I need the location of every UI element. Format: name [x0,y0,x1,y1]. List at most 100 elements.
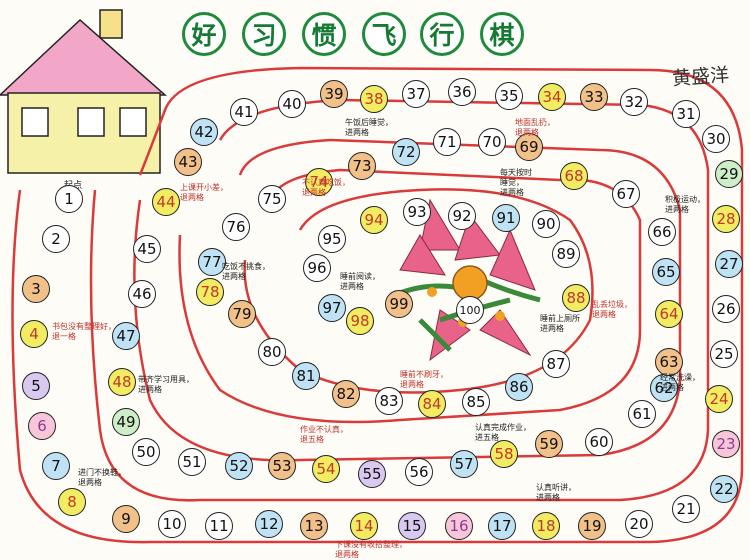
title-char: 行 [420,12,464,56]
cell-95: 95 [318,225,346,253]
cell-37: 37 [402,80,430,108]
cell-46: 46 [128,280,156,308]
cell-94: 94 [360,206,388,234]
cell-12: 12 [255,510,283,538]
rule-note: 经常洗澡， 进两格 [660,373,700,392]
cell-30: 30 [702,125,730,153]
cell-93: 93 [403,198,431,226]
cell-71: 71 [433,128,461,156]
cell-73: 73 [348,152,376,180]
cell-23: 23 [712,430,740,458]
cell-38: 38 [360,85,388,113]
cell-79: 79 [228,300,256,328]
rule-note: 地面乱扔， 退两格 [515,118,555,137]
cell-83: 83 [375,387,403,415]
cell-40: 40 [278,90,306,118]
rule-note: 睡前不刷牙， 退两格 [400,370,448,389]
cell-65: 65 [652,258,680,286]
cell-82: 82 [332,380,360,408]
cell-9: 9 [112,505,140,533]
cell-100: 100 [456,296,484,324]
cell-54: 54 [312,455,340,483]
cell-64: 64 [655,300,683,328]
cell-24: 24 [705,385,733,413]
cell-14: 14 [350,512,378,540]
cell-87: 87 [542,350,570,378]
title-char: 惯 [302,12,346,56]
house-icon [0,9,167,174]
cell-42: 42 [190,118,218,146]
cell-49: 49 [112,408,140,436]
cell-81: 81 [292,362,320,390]
cell-74: 74 [305,168,333,196]
cell-50: 50 [132,438,160,466]
cell-70: 70 [478,128,506,156]
cell-61: 61 [628,400,656,428]
rule-note: 认真听讲， 进两格 [536,483,576,502]
cell-66: 66 [648,218,676,246]
rule-note: 下课没有收拾整理， 退两格 [335,540,407,559]
cell-45: 45 [133,235,161,263]
cell-77: 77 [198,248,226,276]
cell-69: 69 [515,133,543,161]
cell-84: 84 [418,390,446,418]
cell-89: 89 [552,240,580,268]
cell-26: 26 [712,295,740,323]
cell-7: 7 [42,452,70,480]
cell-43: 43 [174,148,202,176]
rule-note: 进门不换鞋， 退两格 [78,468,126,487]
cell-91: 91 [492,204,520,232]
cell-76: 76 [222,213,250,241]
cell-63: 63 [655,348,683,376]
rule-note: 睡前阅读， 进两格 [340,272,380,291]
rule-note: 积极运动， 进两格 [665,195,705,214]
cell-98: 98 [346,307,374,335]
rule-note: 带齐学习用具， 进两格 [138,375,194,394]
signature: 黄盛洋 [671,64,730,90]
cell-6: 6 [28,412,56,440]
title-char: 习 [242,12,286,56]
cell-39: 39 [320,80,348,108]
cell-67: 67 [612,180,640,208]
cell-72: 72 [392,138,420,166]
cell-8: 8 [58,488,86,516]
cell-2: 2 [42,225,70,253]
cell-48: 48 [108,368,136,396]
cell-28: 28 [712,205,740,233]
cell-80: 80 [258,338,286,366]
title-char: 飞 [362,12,406,56]
cell-33: 33 [580,83,608,111]
cell-3: 3 [22,275,50,303]
cell-99: 99 [385,290,413,318]
cell-78: 78 [196,278,224,306]
rule-note: 睡前上厕所 进两格 [540,314,580,333]
rule-note: 不认真吃饭， 退两格 [302,178,350,197]
cell-13: 13 [300,512,328,540]
title-char: 好 [182,12,226,56]
cell-90: 90 [532,210,560,238]
cell-35: 35 [495,82,523,110]
rule-note: 每天按时 睡觉， 进两格 [500,168,532,197]
cell-36: 36 [448,78,476,106]
cell-55: 55 [358,460,386,488]
cell-68: 68 [560,162,588,190]
cell-56: 56 [405,458,433,486]
cell-18: 18 [532,512,560,540]
cell-32: 32 [620,88,648,116]
cell-57: 57 [450,450,478,478]
cell-19: 19 [578,512,606,540]
cell-75: 75 [258,185,286,213]
cell-44: 44 [152,188,180,216]
cell-22: 22 [710,475,738,503]
cell-86: 86 [505,373,533,401]
cell-31: 31 [672,100,700,128]
cell-96: 96 [303,254,331,282]
cell-88: 88 [562,284,590,312]
cell-59: 59 [535,430,563,458]
cell-51: 51 [178,448,206,476]
cell-27: 27 [715,250,743,278]
cell-11: 11 [205,512,233,540]
cell-97: 97 [318,294,346,322]
cell-53: 53 [268,452,296,480]
cell-16: 16 [445,512,473,540]
